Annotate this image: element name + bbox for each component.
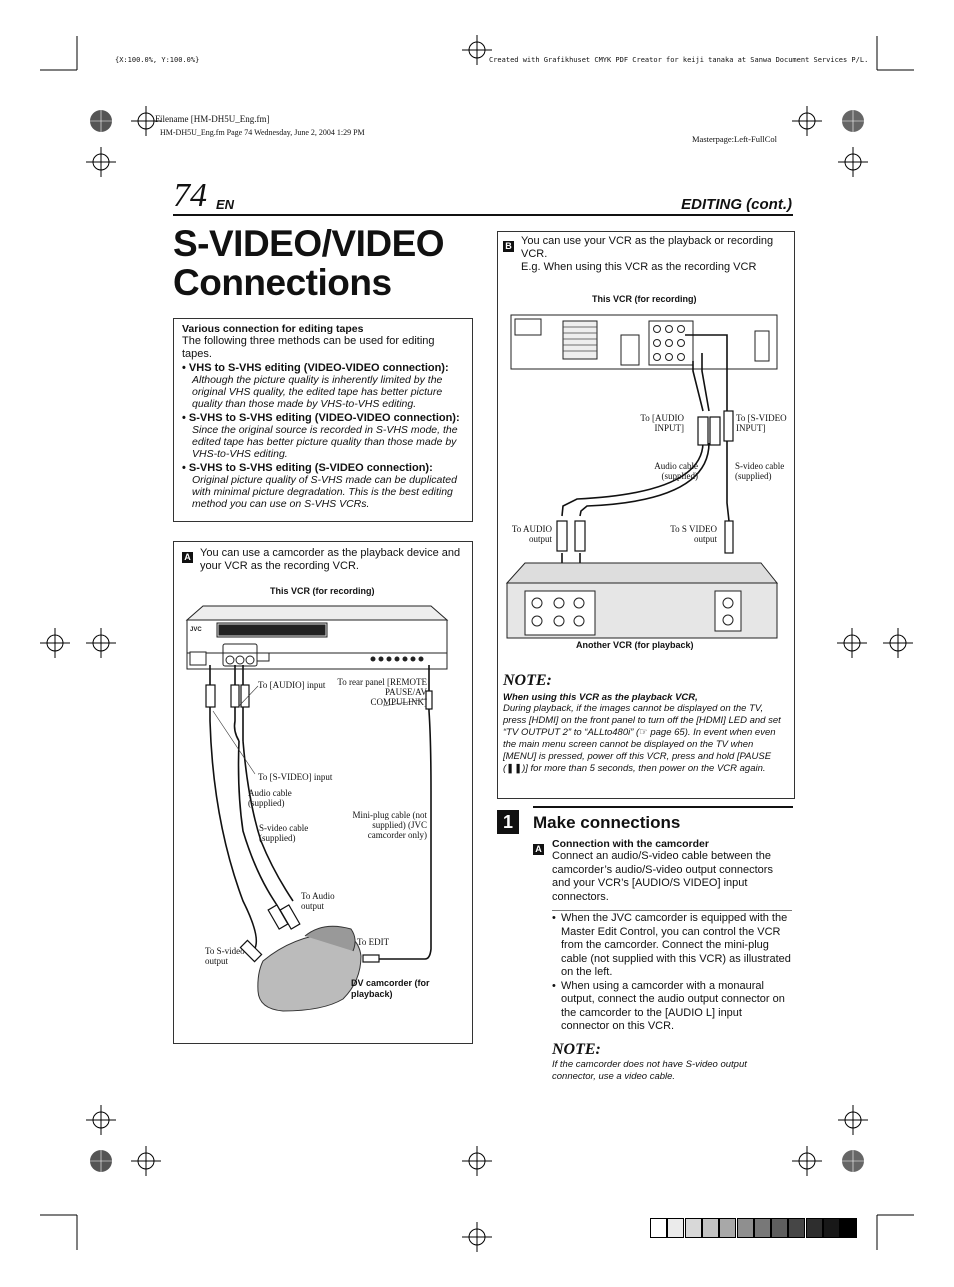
vcr-to-vcr-diagram [505,314,779,639]
dv-camcorder-illustration [257,925,362,1012]
label-to-rear-panel: To rear panel [REMOTE PAUSE/AV COMPULINK… [337,677,427,707]
another-vcr-illustration [505,562,779,639]
vcr-front-illustration [185,605,449,670]
label-audio-cable: Audio cable (supplied) [248,788,292,808]
page-title: S-VIDEO/VIDEO Connections [173,223,445,303]
vcr-rear-panel-illustration [510,314,778,370]
label-to-svideo-input: To [S-VIDEO] input [258,772,333,782]
intro-item-desc: Although the picture quality is inherent… [192,374,443,410]
color-swatch [701,1218,719,1238]
label-to-svideo-output: To S-video output [205,946,245,966]
label-to-audio-output: To Audio output [301,891,335,911]
step-divider [552,910,792,911]
header-rule [173,214,793,216]
label-b-svideo-cable: S-video cable (supplied) [735,461,785,481]
list-item: •When using a camcorder with a monaural … [552,979,785,1033]
color-swatch [667,1218,685,1238]
note-step: NOTE: If the camcorder does not have S-v… [552,1041,747,1082]
intro-item-title: • VHS to S-VHS editing (VIDEO-VIDEO conn… [182,362,449,374]
camcorder-connection-diagram: JVC [185,605,449,1012]
box-a-text: You can use a camcorder as the playback … [200,547,461,572]
color-swatch [840,1218,858,1238]
page-lang: EN [216,197,235,212]
color-swatch [719,1218,737,1238]
marker-a: A [182,548,193,566]
label-dv-camcorder: DV camcorder (for playback) [351,978,430,999]
filename-label: Filename [HM-DH5U_Eng.fm] [155,114,270,124]
label-b-to-svideo-input: To [S-VIDEO INPUT] [736,413,787,433]
color-swatch [736,1218,754,1238]
fm-line: HM-DH5U_Eng.fm Page 74 Wednesday, June 2… [160,128,365,137]
list-item: •When the JVC camcorder is equipped with… [552,912,791,978]
box-a-diagram-title: This VCR (for recording) [270,586,375,596]
step-rule [533,806,793,808]
box-b-text: You can use your VCR as the playback or … [521,235,774,273]
print-coords: {X:100.0%, Y:100.0%} [115,56,200,64]
step-bullets: •When the JVC camcorder is equipped with… [552,912,792,1034]
vcr-brand-logo: JVC [190,627,202,633]
label-b-to-s-video-output: To S VIDEO output [670,524,717,544]
step-title: Make connections [533,813,681,832]
label-miniplug-cable: Mini-plug cable (not supplied) (JVC camc… [352,810,427,840]
masterpage-label: Masterpage:Left-FullCol [692,134,777,144]
intro-heading: Various connection for editing tapes [182,323,364,335]
print-creator-line: Created with Grafikhuset CMYK PDF Creato… [489,56,869,64]
label-b-to-audio-output: To AUDIO output [511,524,552,544]
color-swatch [771,1218,789,1238]
color-swatch [650,1218,667,1238]
color-swatch [788,1218,806,1238]
intro-item-title: • S-VHS to S-VHS editing (S-VIDEO connec… [182,462,433,474]
step-number: 1 [497,810,519,834]
color-swatch [823,1218,840,1238]
intro-box: Various connection for editing tapes The… [173,318,473,522]
intro-item-desc: Original picture quality of S-VHS made c… [192,474,457,510]
color-swatch [805,1218,823,1238]
note-box-b: NOTE: When using this VCR as the playbac… [503,672,781,774]
section-title: EDITING (cont.) [681,196,792,213]
step-marker-a: A [533,840,544,858]
intro-text: The following three methods can be used … [182,335,435,360]
diagram-box-a [173,541,473,1044]
step-content: Connection with the camcorder Connect an… [552,838,773,903]
label-b-to-audio-input: To [AUDIO INPUT] [640,413,684,433]
page-number: 74 [173,177,207,214]
box-b-diagram-title: This VCR (for recording) [592,294,697,304]
intro-item-desc: Since the original source is recorded in… [192,424,458,460]
label-to-edit: To EDIT [357,937,390,947]
label-svideo-cable: S-video cable (supplied) [259,823,309,843]
label-b-audio-cable: Audio cable (supplied) [654,461,698,481]
label-another-vcr: Another VCR (for playback) [576,640,694,650]
intro-item-title: • S-VHS to S-VHS editing (VIDEO-VIDEO co… [182,412,460,424]
color-swatch [684,1218,702,1238]
color-swatch [753,1218,771,1238]
label-to-audio-input: To [AUDIO] input [258,680,326,690]
diagram-box-b [497,231,795,799]
marker-b: B [503,237,514,255]
